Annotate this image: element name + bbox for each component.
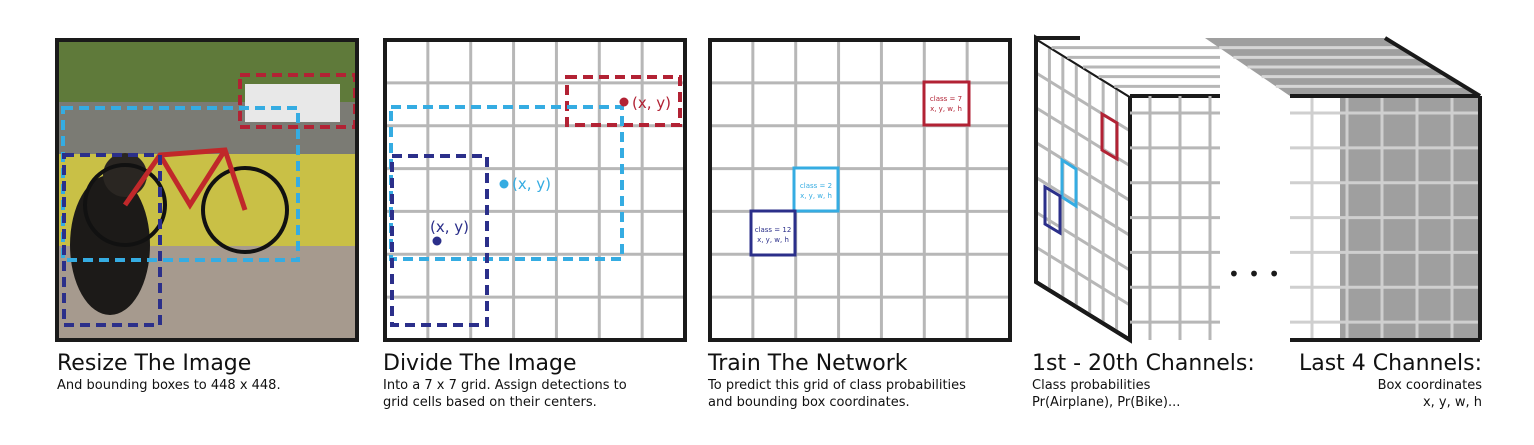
center-dot-dark-blue — [432, 236, 442, 246]
truck-shape — [245, 84, 340, 122]
caption-line: To predict this grid of class probabilit… — [708, 378, 966, 393]
center-label-dark-blue: (x, y) — [430, 218, 469, 236]
caption-line: Box coordinates — [1377, 378, 1482, 393]
caption-title: 1st - 20th Channels: — [1032, 351, 1255, 376]
caption-line: Into a 7 x 7 grid. Assign detections to — [383, 378, 627, 393]
caption-train: Train The Network To predict this grid o… — [708, 351, 966, 411]
caption-title: Resize The Image — [57, 351, 252, 376]
caption-title: Last 4 Channels: — [1298, 351, 1482, 376]
caption-class-channels: 1st - 20th Channels: Class probabilities… — [1032, 351, 1255, 411]
cell-class-label: class = 2 — [800, 182, 832, 190]
slice-red-cell — [1100, 111, 1119, 162]
cell-class-label: class = 12 — [755, 226, 792, 234]
center-label-red: (x, y) — [632, 94, 671, 112]
center-label-light-blue: (x, y) — [512, 175, 551, 193]
photo-dark-blue-box — [62, 153, 162, 327]
photo-panel — [55, 38, 359, 342]
ellipsis: • • • — [1228, 262, 1281, 286]
cell-class-7 — [922, 80, 971, 127]
grid-lines — [385, 40, 685, 340]
caption-line: and bounding box coordinates. — [708, 395, 910, 410]
cell-coords-label: x, y, w, h — [930, 105, 962, 113]
caption-line: Pr(Airplane), Pr(Bike)... — [1032, 395, 1181, 410]
box-channels-tensor — [1205, 36, 1482, 342]
bicycle-shape — [83, 147, 289, 254]
caption-box-channels: Last 4 Channels: Box coordinates x, y, w… — [1299, 351, 1482, 411]
class-channels-tensor — [1034, 34, 1220, 344]
cell-class-12 — [749, 209, 797, 257]
caption-line: And bounding boxes to 448 x 448. — [57, 378, 281, 393]
caption-resize: Resize The Image And bounding boxes to 4… — [57, 351, 281, 394]
dog-shape — [70, 175, 150, 315]
cell-class-2 — [792, 166, 840, 213]
caption-title: Divide The Image — [383, 351, 577, 376]
cell-coords-label: x, y, w, h — [800, 192, 832, 200]
caption-line: Class probabilities — [1032, 378, 1151, 393]
photo-red-box — [238, 73, 357, 129]
caption-line: x, y, w, h — [1422, 395, 1482, 410]
caption-divide: Divide The Image Into a 7 x 7 grid. Assi… — [383, 351, 627, 411]
center-dot-red — [619, 97, 629, 107]
cell-coords-label: x, y, w, h — [757, 236, 789, 244]
center-dot-light-blue — [499, 179, 509, 189]
slice-light-blue-cell — [1060, 157, 1078, 209]
divide-grid-panel: (x, y) (x, y) (x, y) — [383, 38, 687, 342]
cell-class-label: class = 7 — [930, 95, 962, 103]
caption-line: grid cells based on their centers. — [383, 395, 597, 410]
caption-title: Train The Network — [708, 351, 908, 376]
grid-dark-blue-box — [390, 154, 489, 327]
slice-dark-blue-cell — [1043, 184, 1062, 236]
network-grid-panel: class = 7 x, y, w, h class = 2 x, y, w, … — [708, 38, 1012, 342]
